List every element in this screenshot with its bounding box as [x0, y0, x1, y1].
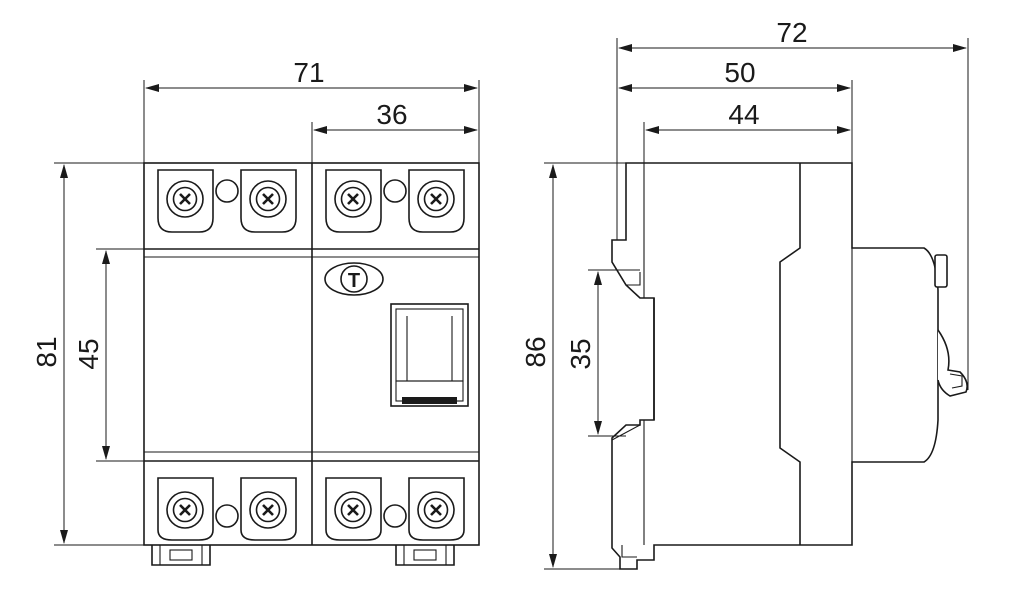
screw-icon: [333, 490, 373, 530]
bottom-terminals: [157, 477, 465, 541]
screw-icon: [416, 179, 456, 219]
lever-knob: [934, 254, 968, 397]
dim-label-pole: 36: [376, 99, 407, 130]
side-housing: [611, 162, 939, 570]
screw-icon: [416, 490, 456, 530]
dim-label-depth-total: 72: [776, 17, 807, 48]
screw-icon: [165, 490, 205, 530]
front-view: T 71 36 81 45: [31, 57, 480, 566]
screw-icon: [248, 179, 288, 219]
logo-letter: T: [348, 270, 360, 292]
screw-icon: [333, 179, 373, 219]
dim-label-depth-body: 50: [724, 57, 755, 88]
dim-label-width: 71: [293, 57, 324, 88]
body-step: [779, 163, 801, 545]
side-view: 72 50 44 86 35: [520, 17, 969, 570]
dim-label-depth-rail: 44: [728, 99, 759, 130]
dim-label-window: 45: [73, 338, 104, 369]
reset-lever: [390, 303, 469, 407]
dim-label-rail: 35: [565, 338, 596, 369]
screw-icon: [165, 179, 205, 219]
screw-icon: [248, 490, 288, 530]
top-terminals: [157, 169, 465, 233]
din-clips: [151, 545, 455, 566]
dim-label-side-height: 86: [520, 336, 551, 367]
logo-badge: T: [324, 262, 384, 296]
dim-label-height: 81: [31, 336, 62, 367]
